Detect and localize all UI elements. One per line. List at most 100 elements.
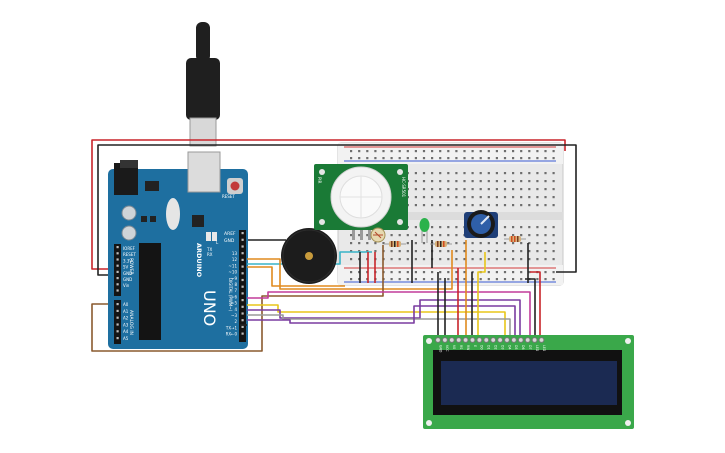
digital-pin-label-0: 13: [232, 251, 238, 256]
lcd-pin-6: [476, 337, 483, 343]
lcd-pin-label-13: D7: [528, 345, 532, 349]
lcd-pin-header: [435, 337, 545, 343]
lcd-pin-label-7: D1: [487, 345, 491, 349]
lcd-pin-8: [490, 337, 497, 343]
resistor-2: [430, 241, 452, 247]
digital-label: DIGITAL (PWM~): [228, 278, 233, 312]
analog-pin-label-3: A3: [123, 322, 129, 327]
analog-pin-label-4: A4: [123, 329, 129, 334]
piezo-buzzer: [281, 228, 337, 284]
wire-d4-gray: [247, 314, 511, 335]
lcd-pin-label-14: LED: [535, 345, 539, 352]
potentiometer: [464, 210, 498, 238]
photoresistor: [370, 227, 386, 243]
wire-a0-brown: [91, 245, 384, 352]
lcd-pin-label-8: D2: [494, 345, 498, 349]
digital-pin-label-11: 2: [234, 319, 237, 324]
crystal: [166, 198, 180, 230]
lcd-pin-0: [435, 337, 441, 343]
lcd-pin-1: [442, 337, 448, 343]
lcd-pin-15: [538, 337, 545, 343]
wire-d10-orange: [247, 266, 345, 287]
lcd-pin-label-3: RS: [459, 345, 463, 349]
pir-side-label-2: PIR: [317, 177, 322, 184]
usb-cable: [186, 22, 220, 147]
digital-pin-label-8: ~5: [231, 301, 237, 306]
reset-button-cap: [230, 181, 240, 191]
digital-pin-label-7: ~6: [231, 294, 237, 299]
lcd-pin-label-2: V0: [452, 345, 456, 349]
arduino-uno-board: ARDUINO UNO AREF GND DIGITAL (PWM~) 1312…: [108, 151, 248, 349]
lcd-pin-label-11: D5: [514, 345, 518, 349]
digital-pin-label-2: ~11: [229, 263, 238, 268]
lcd-pin-label-5: E: [473, 345, 477, 347]
lcd-pin-9: [497, 337, 504, 343]
lcd-pin-12: [517, 337, 524, 343]
power-pin-label-2: 3.3V: [123, 258, 132, 263]
resistor-3: [504, 236, 526, 242]
rx-led-label: RX: [207, 252, 213, 257]
power-label: POWER: [128, 258, 134, 275]
pir-sensor: HC-SR501 PIR: [314, 164, 408, 240]
wire-d7-magenta: [247, 291, 531, 335]
arduino-model-label: UNO: [200, 290, 219, 326]
lcd-pin-5: [469, 337, 476, 343]
pir-side-label-1: HC-SR501: [401, 177, 406, 198]
power-pin-label-4: GND: [123, 271, 132, 276]
gnd-label: GND: [224, 238, 235, 244]
resistor-1: [384, 241, 406, 247]
analog-pin-label-0: A0: [123, 302, 129, 307]
digital-pin-label-6: 7: [234, 288, 237, 293]
lcd-pin-11: [511, 337, 517, 343]
tx-led-label: TX: [206, 247, 212, 252]
wire-lcd-yellow: [477, 252, 486, 335]
lcd-pin-4: [462, 337, 469, 343]
digital-pin-label-9: 4: [234, 307, 237, 312]
power-pin-label-6: Vin: [123, 283, 130, 288]
digital-pin-label-4: ~9: [231, 276, 237, 281]
lcd-pin-label-15: LED: [542, 345, 546, 352]
wire-lcd-red-1: [530, 271, 541, 335]
wire-d11-orange: [247, 250, 453, 290]
lcd-pin-10: [504, 337, 510, 343]
green-led: [419, 218, 430, 243]
digital-pin-label-1: 12: [232, 257, 238, 262]
analog-pin-label-5: A5: [123, 336, 129, 341]
lcd-pin-3: [455, 337, 462, 343]
lcd-pin-label-0: GND: [438, 345, 442, 353]
aref-label: AREF: [224, 231, 236, 237]
power-header: [114, 244, 121, 296]
reset-label: RESET: [222, 194, 235, 199]
digital-pin-label-13: RX←0: [226, 332, 238, 337]
lcd-pin-label-12: D6: [521, 345, 525, 349]
wire-d5-purple: [247, 299, 521, 335]
lcd-pin-label-4: RW: [466, 345, 470, 351]
lcd-screen: [441, 361, 617, 405]
arduino-brand-label: ARDUINO: [195, 243, 203, 278]
power-pin-label-3: 5V: [123, 265, 129, 270]
analog-header: [114, 300, 121, 344]
atmega-chip: [139, 243, 161, 340]
lcd-pin-label-10: D4: [507, 345, 511, 349]
lcd-pin-label-6: D0: [480, 345, 484, 349]
lcd-pin-label-1: VCC: [445, 345, 449, 352]
power-pin-label-5: GND: [123, 277, 132, 282]
lcd-pin-2: [448, 337, 455, 343]
digital-pin-label-3: ~10: [229, 270, 238, 275]
power-pin-label-1: RESET: [123, 252, 136, 257]
analog-pin-label-1: A1: [123, 309, 129, 314]
lcd-pin-label-9: D3: [500, 345, 504, 349]
l-led-label: L: [216, 240, 219, 245]
digital-pin-label-5: 8: [234, 282, 237, 287]
wires: [91, 139, 577, 352]
lcd-pin-13: [524, 337, 531, 343]
digital-pin-label-12: TX→1: [225, 325, 238, 330]
power-pin-label-0: IOREF: [123, 246, 136, 251]
lcd-pin-14: [531, 337, 538, 343]
digital-pin-label-10: ~3: [231, 313, 237, 318]
lcd-pin-7: [483, 337, 490, 343]
analog-label: ANALOG IN: [128, 310, 134, 335]
analog-pin-label-2: A2: [123, 316, 129, 321]
